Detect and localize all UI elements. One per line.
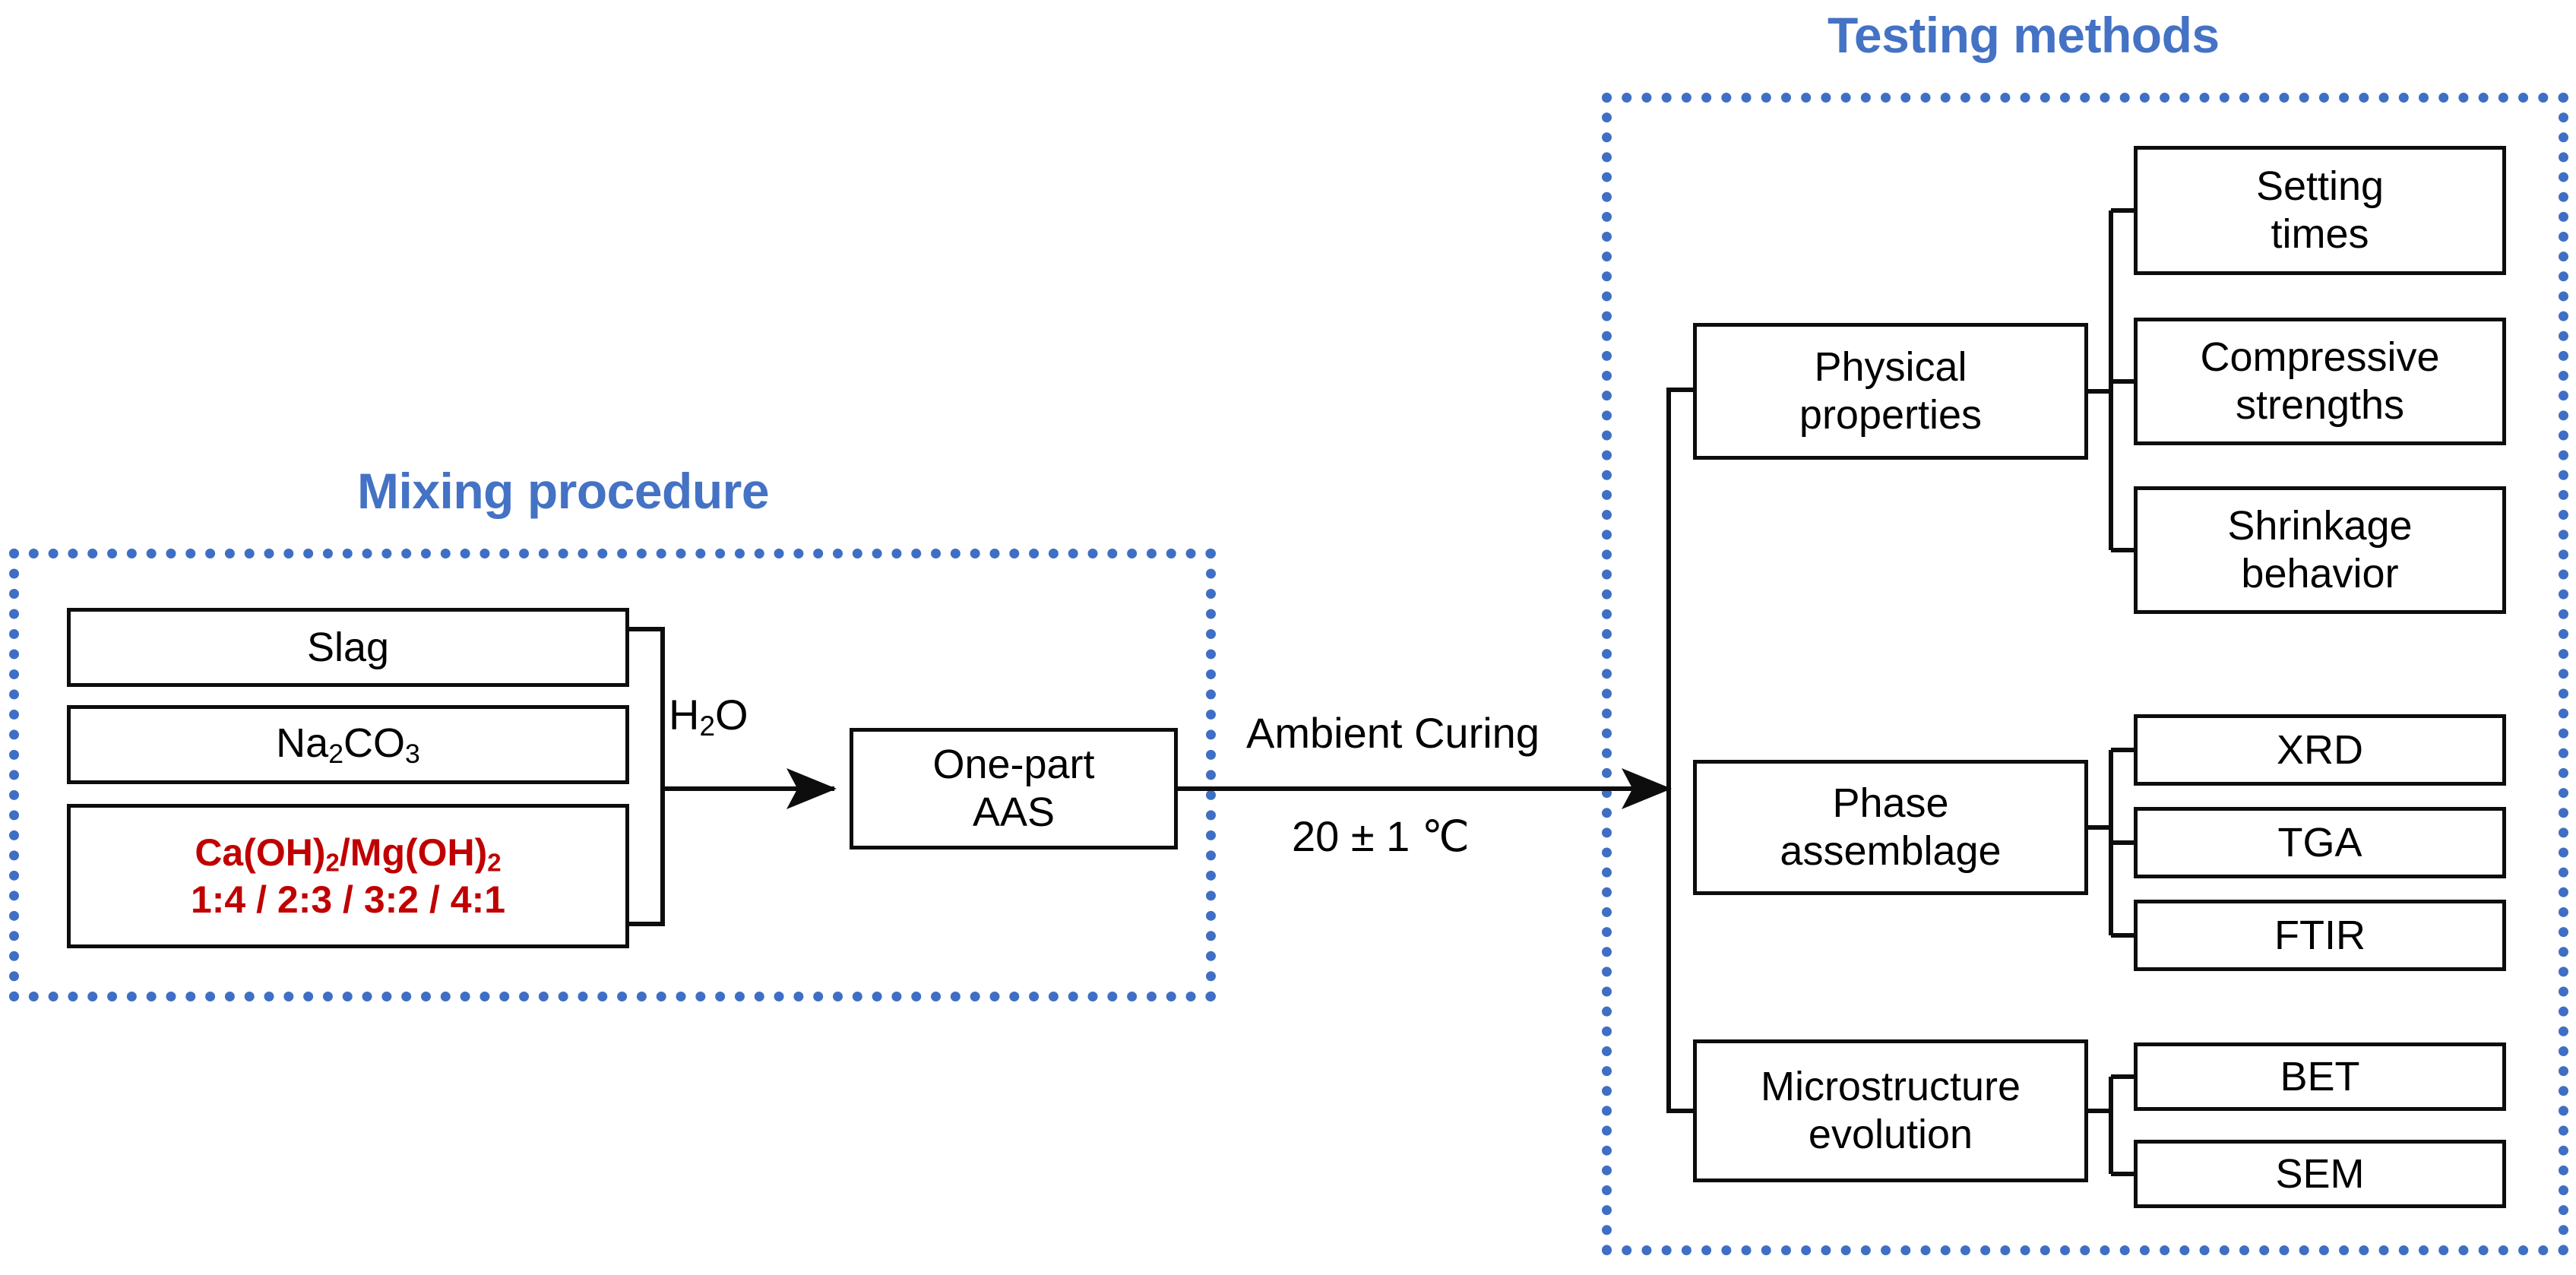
box-phase-assemblage-text: Phase assemblage [1780, 780, 2001, 875]
box-shrinkage-behavior: Shrinkage behavior [2134, 486, 2506, 614]
box-sem-label: SEM [2275, 1150, 2365, 1197]
box-microstructure-evolution: Microstructure evolution [1693, 1039, 2088, 1182]
box-slag-label: Slag [306, 624, 390, 670]
physical-properties-line1: Physical [1814, 344, 1967, 391]
box-setting-times-text: Setting times [2256, 163, 2384, 258]
shrinkage-behavior-line2: behavior [2241, 551, 2399, 596]
mixing-procedure-panel [9, 549, 1216, 1001]
box-tga-label: TGA [2277, 819, 2362, 865]
one-part-line2: AAS [972, 789, 1055, 835]
box-tga: TGA [2134, 807, 2506, 878]
box-bet: BET [2134, 1042, 2506, 1111]
compressive-strengths-line1: Compressive [2200, 334, 2440, 381]
microstructure-line2: evolution [1808, 1112, 1973, 1157]
hydroxide-ratio-line: 1:4 / 2:3 / 3:2 / 4:1 [190, 878, 506, 921]
box-xrd: XRD [2134, 714, 2506, 786]
shrinkage-behavior-line1: Shrinkage [2227, 503, 2413, 549]
testing-methods-panel [1602, 93, 2568, 1255]
physical-properties-line2: properties [1799, 392, 1983, 438]
box-xrd-label: XRD [2276, 726, 2363, 773]
box-ftir-label: FTIR [2274, 912, 2366, 958]
box-compressive-strengths: Compressive strengths [2134, 318, 2506, 445]
mixing-procedure-title: Mixing procedure [357, 463, 770, 519]
setting-times-line2: times [2271, 211, 2369, 257]
box-sem: SEM [2134, 1140, 2506, 1208]
testing-methods-title: Testing methods [1828, 7, 2220, 63]
box-setting-times: Setting times [2134, 146, 2506, 275]
box-slag: Slag [67, 608, 629, 687]
box-ftir: FTIR [2134, 900, 2506, 971]
box-compressive-strengths-text: Compressive strengths [2200, 334, 2439, 429]
compressive-strengths-line2: strengths [2235, 382, 2405, 428]
box-hydroxide-ratios: Ca(OH)2/Mg(OH)2 1:4 / 2:3 / 3:2 / 4:1 [67, 804, 629, 948]
box-one-part-aas-text: One-part AAS [932, 741, 1094, 836]
phase-assemblage-line2: assemblage [1780, 828, 2002, 874]
phase-assemblage-line1: Phase [1832, 780, 1949, 827]
box-microstructure-evolution-text: Microstructure evolution [1761, 1063, 2021, 1158]
box-one-part-aas: One-part AAS [850, 728, 1178, 849]
water-edge-label: H2O [669, 691, 748, 742]
box-phase-assemblage: Phase assemblage [1693, 760, 2088, 895]
box-sodium-carbonate: Na2CO3 [67, 705, 629, 784]
ambient-curing-label: Ambient Curing [1246, 709, 1540, 757]
hydroxide-formula-line: Ca(OH)2/Mg(OH)2 [195, 831, 502, 877]
box-sodium-carbonate-label: Na2CO3 [276, 720, 420, 769]
one-part-line1: One-part [932, 742, 1095, 788]
curing-temperature-label: 20 ± 1 ℃ [1292, 812, 1470, 860]
box-shrinkage-behavior-text: Shrinkage behavior [2227, 502, 2412, 597]
box-physical-properties-text: Physical properties [1799, 343, 1982, 438]
microstructure-line1: Microstructure [1760, 1064, 2021, 1110]
box-physical-properties: Physical properties [1693, 323, 2088, 460]
box-hydroxide-text: Ca(OH)2/Mg(OH)2 1:4 / 2:3 / 3:2 / 4:1 [191, 830, 505, 922]
setting-times-line1: Setting [2255, 163, 2385, 210]
box-bet-label: BET [2280, 1053, 2360, 1099]
